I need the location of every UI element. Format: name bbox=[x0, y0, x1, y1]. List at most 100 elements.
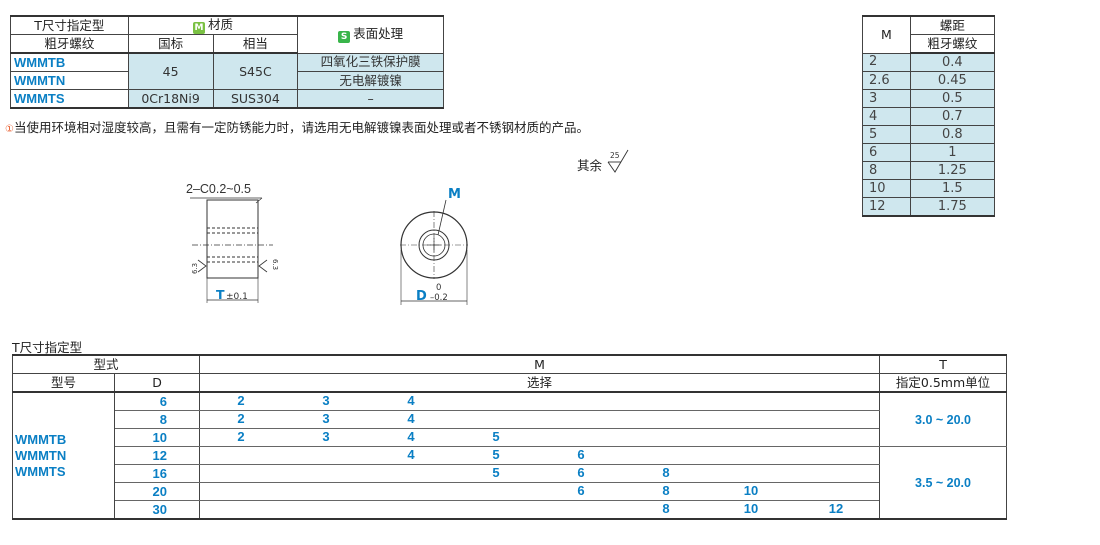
table-row: 20 6 8 10 bbox=[13, 482, 1007, 501]
surface-value: – bbox=[297, 89, 444, 109]
m-option[interactable]: 2 bbox=[237, 429, 245, 444]
d-tolerance-top: 0 bbox=[436, 283, 441, 293]
pitch-value: 0.8 bbox=[909, 125, 996, 144]
m-option[interactable]: 10 bbox=[743, 501, 759, 516]
d-value: 20 bbox=[113, 482, 201, 501]
m-option[interactable]: 8 bbox=[662, 483, 670, 498]
m-options: 8 10 12 bbox=[199, 500, 881, 520]
t-range: 3.0 ~ 20.0 bbox=[879, 392, 1008, 447]
m-option[interactable]: 6 bbox=[577, 483, 585, 498]
product-model: WMMTN bbox=[15, 447, 67, 463]
header-surface-label: 表面处理 bbox=[353, 26, 404, 42]
t-tolerance: ±0.1 bbox=[226, 292, 248, 302]
pitch-m-value: 3 bbox=[862, 89, 911, 108]
d-dimension-label: D bbox=[416, 289, 427, 304]
table-row: 16 5 6 8 bbox=[13, 464, 1007, 483]
front-view bbox=[400, 199, 468, 305]
rest-roughness-value: 25 bbox=[610, 151, 620, 160]
m-option[interactable]: 4 bbox=[407, 429, 415, 444]
pitch-header-coarse: 粗牙螺纹 bbox=[909, 34, 996, 54]
header-material-label: 材质 bbox=[207, 17, 233, 32]
product-wmmtn: WMMTN bbox=[10, 71, 129, 90]
m-options: 4 5 6 bbox=[199, 446, 881, 465]
header-type: 型式 bbox=[11, 354, 201, 374]
m-option[interactable]: 3 bbox=[322, 429, 330, 444]
pitch-header-m: M bbox=[862, 15, 911, 54]
material-badge-icon: M bbox=[192, 22, 205, 34]
m-option[interactable]: 2 bbox=[237, 411, 245, 426]
m-option[interactable]: 12 bbox=[828, 501, 844, 516]
rest-roughness: 其余 bbox=[577, 155, 602, 174]
m-option[interactable]: 6 bbox=[577, 465, 585, 480]
pitch-value: 1 bbox=[909, 143, 996, 162]
d-tolerance-bottom: –0.2 bbox=[430, 293, 448, 303]
m-option[interactable]: 5 bbox=[492, 465, 500, 480]
header-t-unit: 指定0.5mm单位 bbox=[879, 373, 1008, 393]
pitch-value: 1.75 bbox=[909, 197, 996, 217]
product-wmmts: WMMTS bbox=[10, 89, 129, 109]
m-option[interactable]: 3 bbox=[322, 393, 330, 408]
m-option[interactable]: 4 bbox=[407, 447, 415, 462]
d-value: 10 bbox=[113, 428, 201, 447]
header-select: 选择 bbox=[199, 373, 881, 393]
m-options: 2 3 4 5 bbox=[199, 428, 881, 447]
header-t: T bbox=[879, 354, 1008, 374]
d-value: 12 bbox=[113, 446, 201, 465]
surface-value: 无电解镀镍 bbox=[297, 71, 444, 90]
m-option[interactable]: 5 bbox=[492, 429, 500, 444]
product-model: WMMTB bbox=[15, 431, 67, 447]
header-equiv: 相当 bbox=[212, 34, 299, 54]
t-dimension-label: T bbox=[216, 287, 225, 302]
note-text: 当使用环境相对湿度较高，且需有一定防锈能力时，请选用无电解镀镍表面处理或者不锈钢… bbox=[13, 120, 589, 135]
spec-table-title: T尺寸指定型 bbox=[12, 340, 83, 355]
m-options: 2 3 4 bbox=[199, 410, 881, 429]
m-option[interactable]: 10 bbox=[743, 483, 759, 498]
m-option[interactable]: 4 bbox=[407, 411, 415, 426]
pitch-m-value: 12 bbox=[862, 197, 911, 217]
equiv-value: SUS304 bbox=[212, 89, 299, 109]
m-option[interactable]: 3 bbox=[322, 411, 330, 426]
header-type-1: T尺寸指定型 bbox=[10, 15, 129, 35]
pitch-m-value: 8 bbox=[862, 161, 911, 180]
table-row: 30 8 10 12 bbox=[13, 500, 1007, 520]
m-option[interactable]: 8 bbox=[662, 501, 670, 516]
pitch-header-pitch: 螺距 bbox=[909, 15, 996, 35]
m-option[interactable]: 8 bbox=[662, 465, 670, 480]
pitch-m-value: 2.6 bbox=[862, 71, 911, 90]
m-option[interactable]: 4 bbox=[407, 393, 415, 408]
chamfer-label: 2–C0.2~0.5 bbox=[186, 182, 251, 196]
roughness-right: 6.3 bbox=[271, 259, 279, 270]
pitch-m-value: 4 bbox=[862, 107, 911, 126]
m-options: 6 8 10 bbox=[199, 482, 881, 501]
equiv-value: S45C bbox=[212, 52, 299, 90]
pitch-value: 0.45 bbox=[909, 71, 996, 90]
gb-value: 0Cr18Ni9 bbox=[127, 89, 214, 109]
rest-label: 其余 bbox=[577, 158, 603, 173]
pitch-value: 0.4 bbox=[909, 52, 996, 72]
d-value: 16 bbox=[113, 464, 201, 483]
header-type-2: 粗牙螺纹 bbox=[10, 34, 129, 54]
header-model: 型号 bbox=[12, 373, 115, 393]
d-value: 30 bbox=[113, 500, 201, 520]
pitch-m-value: 5 bbox=[862, 125, 911, 144]
m-option[interactable]: 5 bbox=[492, 447, 500, 462]
pitch-m-value: 10 bbox=[862, 179, 911, 198]
m-option[interactable]: 6 bbox=[577, 447, 585, 462]
surface-badge-icon: S bbox=[338, 31, 351, 44]
header-m: M bbox=[199, 354, 881, 374]
roughness-left: 6.3 bbox=[191, 263, 199, 274]
side-view bbox=[190, 197, 273, 303]
m-options: 2 3 4 bbox=[199, 392, 881, 411]
m-option[interactable]: 2 bbox=[237, 393, 245, 408]
header-d: D bbox=[113, 373, 201, 393]
